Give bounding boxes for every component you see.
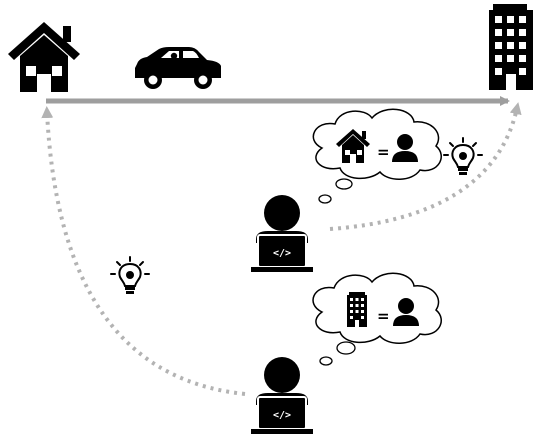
equals-operator: = — [377, 307, 390, 325]
code-glyph: </> — [273, 248, 291, 259]
equals-operator: = — [377, 143, 390, 161]
office-building-icon — [489, 4, 533, 90]
onsite-to-home-path — [41, 106, 246, 396]
remote-to-office-path — [329, 102, 522, 231]
lightbulb-icon — [110, 256, 150, 294]
house-icon — [8, 22, 80, 92]
thought-cloud-office-equals-person: = — [312, 272, 442, 366]
person-icon — [392, 134, 418, 162]
house-icon — [336, 129, 370, 163]
person-icon — [393, 298, 419, 326]
car-icon — [135, 47, 221, 89]
developer-with-laptop-icon: </> — [251, 195, 313, 272]
thought-cloud-home-equals-person: = — [312, 108, 442, 204]
lightbulb-icon — [443, 137, 483, 175]
code-glyph: </> — [273, 410, 291, 421]
developer-with-laptop-icon: </> — [251, 357, 313, 434]
office-building-icon — [347, 292, 367, 327]
